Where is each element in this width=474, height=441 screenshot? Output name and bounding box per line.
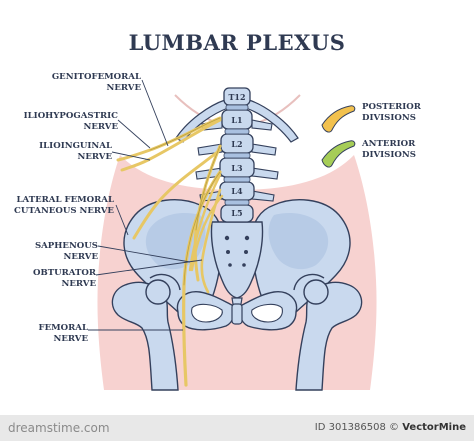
legend-anterior-shape — [321, 140, 356, 168]
right-acetabulum — [293, 273, 325, 291]
label-ilioinguinal-line2: NERVE — [77, 151, 112, 162]
left-femoral-head — [145, 279, 171, 305]
label-obturator-line1: OBTURATOR — [32, 268, 96, 278]
label-femoral-line1: FEMORAL — [38, 323, 88, 333]
lateral-femoral-nerve-path — [132, 148, 222, 240]
left-obturator-foramen — [191, 303, 223, 323]
label-genitofemoral-line1: GENITOFEMORAL — [51, 72, 141, 82]
legend-anterior-line2: DIVISIONS — [362, 149, 416, 160]
label-obturator-nerve: OBTURATOR NERVE — [33, 268, 96, 289]
footer-bar: dreamstime.com ID 301386508 © VectorMine — [0, 415, 474, 441]
right-femoral-head — [303, 279, 329, 305]
legend-anterior-line1: ANTERIOR — [362, 139, 416, 149]
footer-id: ID 301386508 — [314, 422, 386, 433]
legend-posterior-line2: DIVISIONS — [362, 112, 416, 123]
posterior-division-overlay — [149, 117, 221, 286]
label-lateral-femoral-cutaneous-nerve: LATERAL FEMORAL CUTANEOUS NERVE — [14, 195, 114, 216]
right-obturator-foramen — [251, 303, 283, 323]
label-iliohypogastric-line1: ILIOHYPOGASTRIC — [23, 111, 118, 121]
label-femoral-line2: NERVE — [53, 333, 88, 344]
label-iliohypogastric-nerve: ILIOHYPOGASTRIC NERVE — [24, 111, 118, 132]
label-genitofemoral-line2: NERVE — [106, 82, 141, 93]
sacral-foramina — [224, 235, 250, 267]
left-acetabulum — [149, 273, 181, 291]
rib-t12-right — [245, 99, 299, 143]
legend-posterior-divisions: POSTERIOR DIVISIONS — [362, 102, 421, 123]
pubic-symphysis — [231, 303, 243, 325]
vertebra-label-l4: L4 — [231, 186, 243, 196]
legend-posterior-line1: POSTERIOR — [362, 102, 421, 112]
vertebra-label-l5: L5 — [231, 208, 242, 218]
label-iliohypogastric-line2: NERVE — [83, 121, 118, 132]
footer-author: VectorMine — [402, 422, 466, 433]
vertebra-label-l1: L1 — [231, 115, 242, 125]
obturator-nerve-path — [200, 188, 222, 294]
label-lateral-femoral-line1: LATERAL FEMORAL — [16, 195, 114, 205]
label-ilioinguinal-nerve: ILIOINGUINAL NERVE — [39, 141, 112, 162]
saphenous-nerve-path — [188, 173, 222, 272]
legend-posterior-shape — [321, 105, 356, 133]
label-obturator-line2: NERVE — [61, 278, 96, 289]
vertebra-label-l2: L2 — [231, 139, 242, 149]
vertebra-label-t12: T12 — [228, 92, 245, 102]
label-femoral-nerve: FEMORAL NERVE — [38, 323, 88, 344]
right-iliac-fossa — [268, 212, 329, 270]
anatomy-illustration: T12 L1 L2 L3 L4 L5 — [88, 79, 377, 391]
label-saphenous-nerve: SAPHENOUS NERVE — [35, 241, 98, 262]
label-genitofemoral-nerve: GENITOFEMORAL NERVE — [52, 72, 141, 93]
label-saphenous-line1: SAPHENOUS — [34, 241, 98, 251]
label-ilioinguinal-line1: ILIOINGUINAL — [39, 141, 112, 151]
label-lateral-femoral-line2: CUTANEOUS NERVE — [14, 205, 114, 216]
label-saphenous-line2: NERVE — [63, 251, 98, 262]
vertebra-label-l3: L3 — [231, 163, 243, 173]
footer-watermark: dreamstime.com — [8, 421, 110, 435]
intervertebral-discs — [223, 104, 251, 206]
legend-anterior-divisions: ANTERIOR DIVISIONS — [362, 139, 416, 160]
diagram-title: LUMBAR PLEXUS — [128, 30, 346, 55]
leader-lines — [88, 79, 203, 331]
footer-credit: ID 301386508 © VectorMine — [314, 422, 466, 433]
vertebral-bodies — [219, 87, 255, 223]
left-iliac-fossa — [145, 212, 206, 270]
